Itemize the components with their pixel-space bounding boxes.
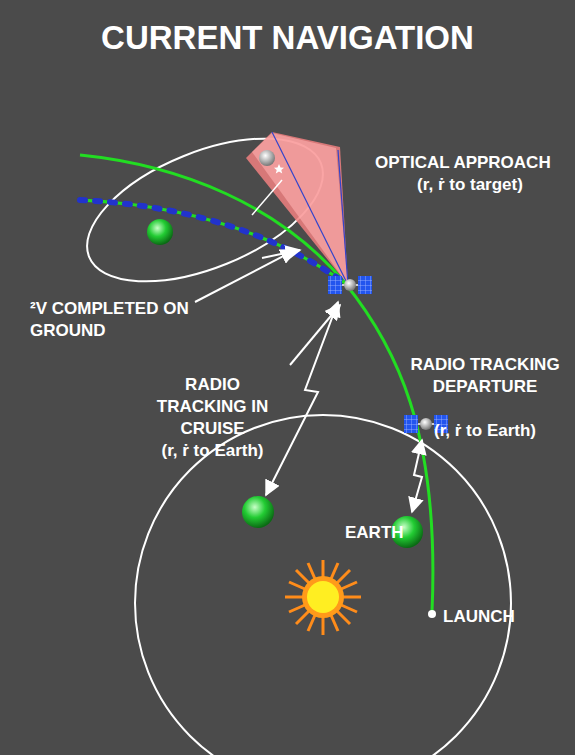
note-label: OPTICAL APPROACH — [375, 152, 565, 174]
note-label: RADIO TRACKING DEPARTURE — [410, 354, 560, 398]
note-label: RADIO TRACKING IN CRUISE — [140, 374, 285, 440]
diagram-title: CURRENT NAVIGATION — [10, 18, 565, 58]
note-label: (r, ṙ to Earth) — [410, 420, 560, 442]
note-label: (r, ṙ to Earth) — [140, 440, 285, 462]
planet-label: EARTH — [345, 522, 415, 544]
note-label: (r, ṙ to target) — [395, 174, 545, 196]
callout-label: ²V COMPLETED ON GROUND — [30, 298, 195, 342]
point-label: LAUNCH — [443, 606, 533, 628]
sun — [285, 560, 361, 635]
